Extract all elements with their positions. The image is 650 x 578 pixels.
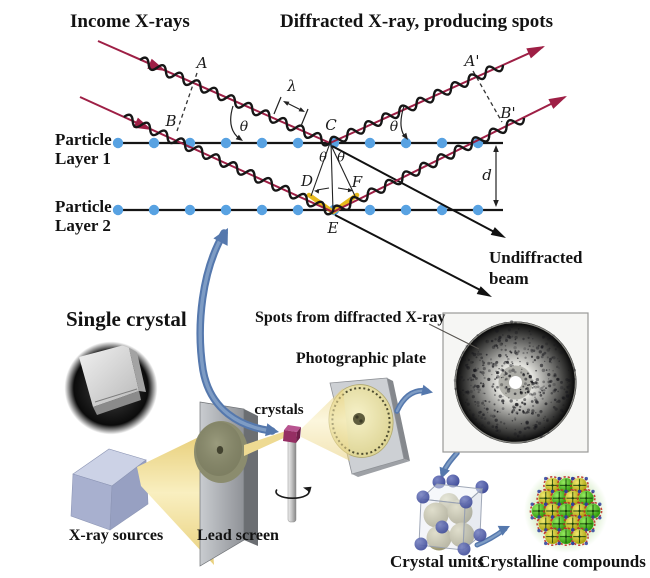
theta-right-label: θ [389, 119, 399, 135]
xray-beams [79, 40, 567, 216]
theta-inner-right-label: θ [337, 150, 345, 166]
point-e-label: E [327, 219, 339, 237]
particle-layer1-line2: Layer 1 [55, 149, 111, 169]
point-a-label: A [196, 54, 208, 72]
point-f-label: F [351, 173, 363, 191]
xray-beam-thin [244, 431, 286, 456]
crystal-units-label: Crystal units [390, 552, 484, 571]
d-spacing-dimension [493, 145, 499, 207]
spots-from-diffracted-label: Spots from diffracted X-ray [255, 309, 446, 326]
undiffracted-beam-arrows [331, 145, 506, 297]
single-crystal-label: Single crystal [66, 307, 187, 331]
crystalline-compounds-label: Crystalline compounds [478, 552, 646, 571]
xray-beam-cone-right [301, 388, 350, 461]
particle-layer2-line2: Layer 2 [55, 216, 111, 236]
crystal-units-model [414, 474, 489, 556]
diffraction-pattern [428, 312, 589, 453]
income-xrays-label: Income X-rays [70, 11, 190, 32]
undiffracted-beam-label: Undiffracted beam [489, 247, 582, 289]
undiffracted-line1: Undiffracted [489, 248, 583, 267]
particle-layer1-label: Particle Layer 1 [55, 130, 112, 168]
crystal-sample [283, 425, 301, 443]
pattern-to-units-arrow [439, 450, 460, 479]
crystals-label: crystals [254, 402, 304, 418]
spots-pointer-line [428, 323, 480, 350]
particle-layer2-line1: Particle [55, 197, 112, 216]
point-b-label: B [165, 112, 177, 130]
point-b-prime-label: B' [500, 104, 516, 122]
lambda-label: λ [287, 77, 297, 95]
point-c-label: C [325, 116, 337, 134]
crystalline-compounds-model [524, 469, 608, 553]
single-crystal-photo [64, 341, 158, 435]
xray-beam-cone-left [137, 434, 214, 565]
path-triangle [310, 142, 356, 212]
theta-left-label: θ [239, 119, 249, 135]
xray-source-cube [70, 448, 149, 531]
particle-layer1-line1: Particle [55, 130, 112, 149]
sample-rod [275, 436, 312, 523]
point-d-label: D [300, 172, 314, 190]
particle-layer2-label: Particle Layer 2 [55, 197, 112, 235]
plate-to-pattern-arrow [394, 384, 433, 414]
xray-sources-label: X-ray sources [68, 527, 164, 544]
photographic-plate-label: Photographic plate [295, 350, 427, 367]
wavelength-marks [273, 96, 309, 127]
point-a-prime-label: A' [464, 52, 480, 70]
angle-marks [230, 105, 408, 141]
d-spacing-label: d [482, 166, 492, 184]
theta-inner-left-label: θ [319, 150, 327, 166]
diffracted-xray-label: Diffracted X-ray, producing spots [280, 11, 554, 32]
undiffracted-line2: beam [489, 269, 529, 288]
units-to-compounds-arrow [474, 525, 510, 548]
zoom-callout-arrow [196, 228, 279, 437]
lead-screen-label: Lead screen [197, 527, 279, 544]
photographic-plate [301, 377, 410, 477]
